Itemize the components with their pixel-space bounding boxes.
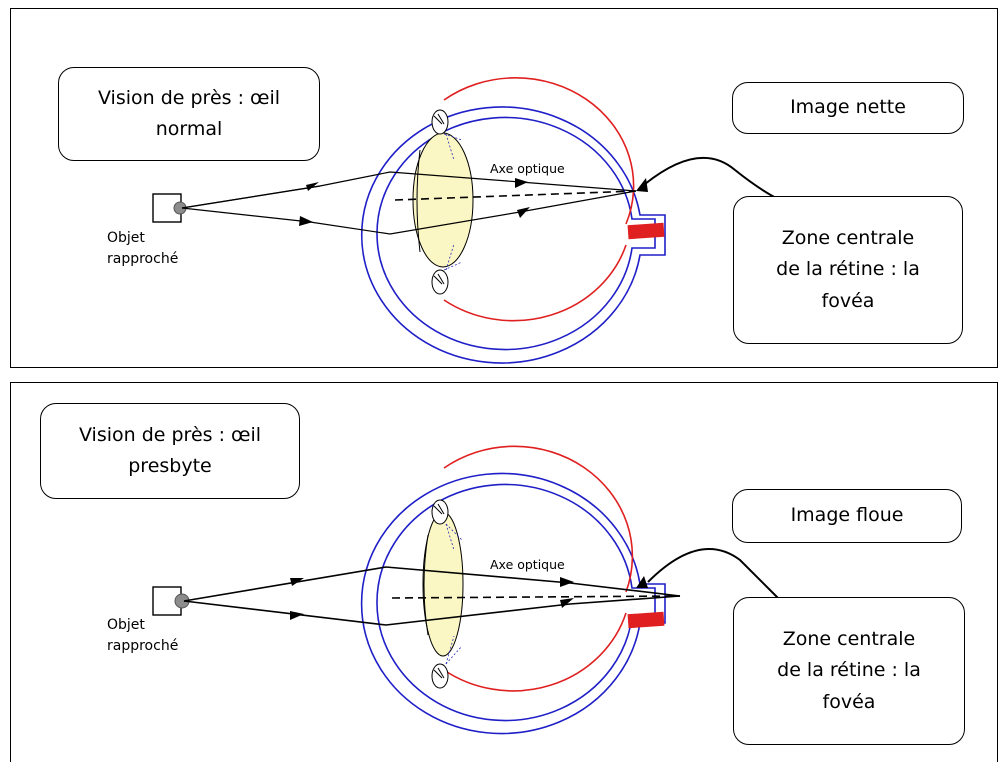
fovea-line2: de la rétine : la [777, 659, 921, 682]
image-label-box-presbyopic: Image floue [732, 489, 962, 543]
axis-label-normal: Axe optique [490, 161, 565, 176]
retina [443, 77, 635, 322]
light-rays [181, 171, 637, 235]
panel-normal-eye [10, 8, 998, 368]
image-label: Image nette [790, 96, 906, 119]
image-label: Image floue [790, 504, 904, 527]
image-label-box-normal: Image nette [732, 82, 964, 134]
lens [422, 511, 464, 657]
sclera-inner [376, 116, 656, 351]
fovea-box-presbyopic: Zone centrale de la rétine : la fovéa [733, 597, 965, 745]
fovea-box-normal: Zone centrale de la rétine : la fovéa [733, 196, 963, 344]
fovea-line1: Zone centrale [782, 627, 916, 650]
title-line1: Vision de près : œil [97, 86, 281, 109]
fovea-line3: fovéa [821, 289, 875, 312]
fovea-line1: Zone centrale [781, 226, 915, 249]
eyeball [361, 77, 666, 364]
panel-presbyopic-eye [10, 382, 998, 762]
optic-nerve [627, 611, 665, 629]
sclera-outer [361, 106, 666, 364]
fovea-line3: fovéa [822, 690, 876, 713]
optical-axis [394, 190, 637, 201]
retina [443, 445, 634, 692]
axis-label-presbyopic: Axe optique [490, 557, 565, 572]
title-line2: presbyte [128, 455, 212, 477]
title-line2: normal [155, 118, 223, 140]
optical-axis [391, 595, 681, 599]
sclera-outer [360, 472, 666, 735]
sclera-inner [376, 483, 656, 722]
pointer-curve [647, 548, 779, 599]
fovea-line2: de la rétine : la [776, 258, 920, 281]
light-rays [183, 566, 681, 626]
title-box-normal: Vision de près : œil normal [58, 67, 320, 161]
title-line1: Vision de près : œil [78, 423, 262, 446]
optic-nerve [627, 222, 665, 240]
title-box-presbyopic: Vision de près : œil presbyte [40, 403, 300, 499]
eyeball [360, 445, 666, 735]
pointer-curve [644, 156, 781, 201]
